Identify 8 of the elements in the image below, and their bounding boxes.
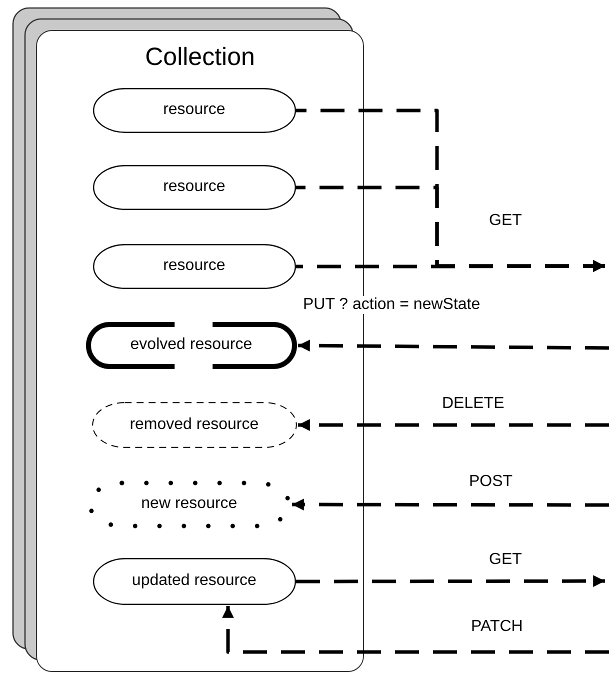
edge-label: PUT ? action = newState — [302, 296, 482, 314]
dashed-arrow — [292, 498, 609, 510]
dashed-arrow — [222, 606, 609, 654]
collection-title: Collection — [145, 43, 255, 72]
dashed-arrow — [296, 575, 605, 587]
dashed-arrow — [296, 260, 605, 272]
dashed-arrow — [298, 340, 609, 352]
dashed-arrow — [298, 419, 609, 431]
